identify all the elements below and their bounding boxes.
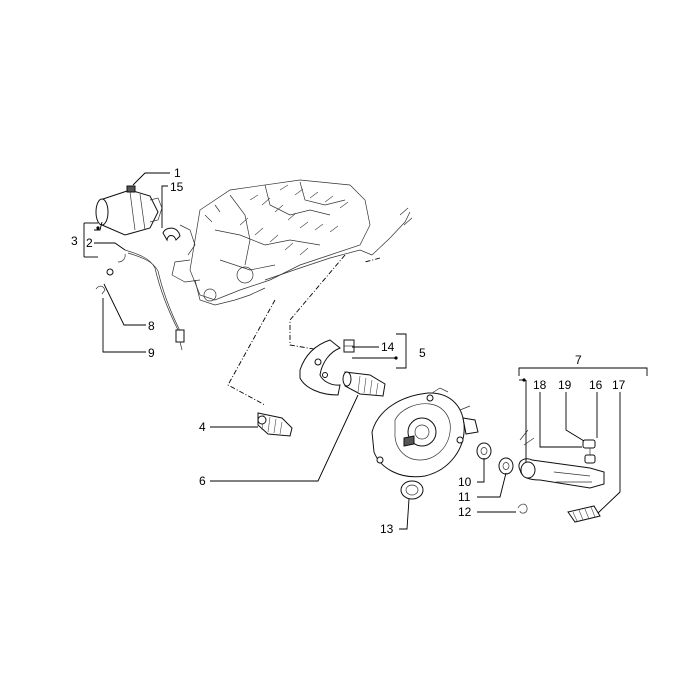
callout-10: 10 (458, 475, 472, 489)
cover-housing-drawing (371, 387, 479, 500)
callout-3: 3 (71, 234, 78, 248)
callout-13: 13 (380, 522, 394, 536)
part-5-drawing (299, 339, 355, 396)
part-12-drawing (517, 503, 528, 514)
callout-6: 6 (199, 474, 206, 488)
starter-cable-drawing (95, 249, 185, 351)
callout-17: 17 (612, 378, 626, 392)
callout-1: 1 (174, 166, 181, 180)
leader-dots (96, 226, 526, 382)
callout-8: 8 (148, 319, 155, 333)
engine-block-drawing (171, 179, 413, 306)
callout-7: 7 (575, 353, 582, 367)
callout-labels: 1 15 3 2 8 9 14 5 4 6 7 18 19 16 17 10 1… (71, 166, 626, 536)
callout-12: 12 (458, 505, 472, 519)
part-6-drawing (342, 371, 386, 397)
callout-16: 16 (589, 378, 603, 392)
callout-11: 11 (458, 490, 471, 504)
callout-5: 5 (419, 346, 426, 360)
starter-motor-drawing (95, 185, 181, 242)
callout-4: 4 (199, 420, 206, 434)
part-4-drawing (257, 412, 293, 437)
assembly-lines (227, 254, 381, 406)
callout-18: 18 (533, 378, 547, 392)
callout-19: 19 (558, 378, 572, 392)
callout-2: 2 (86, 236, 93, 250)
washers-drawing (476, 442, 514, 475)
callout-9: 9 (148, 346, 155, 360)
callout-15: 15 (170, 180, 184, 194)
callout-14: 14 (381, 340, 395, 354)
kickstart-lever-drawing (518, 429, 605, 523)
leader-lines (83, 172, 648, 530)
